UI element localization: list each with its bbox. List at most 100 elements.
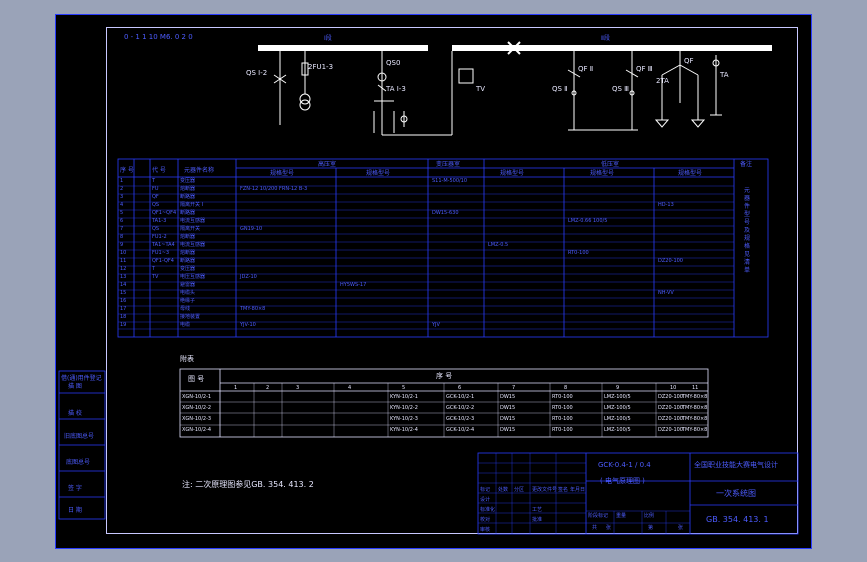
stamp-sign: 签 字 (68, 485, 82, 492)
parts-table-cell: RT0-100 (552, 405, 573, 411)
parts-table-cell: DZ20-100 (658, 416, 683, 422)
parts-table-cell: KYN-10/2-2 (390, 405, 418, 411)
main-table-cell: 3 (120, 194, 124, 200)
drawing-sheet: 0 - 1 1 10 M6. 0 2 0 Ⅰ段 Ⅱ段 QS Ⅰ-2 2FU1-3… (55, 14, 812, 549)
th-name: 元器件名称 (184, 167, 215, 174)
main-table-cell: LMZ-0.66 100/5 (568, 218, 608, 224)
parts-column-header: 6 (458, 385, 462, 391)
parts-table-cell: LMZ-100/5 (604, 394, 631, 400)
main-table-cell: 2 (120, 186, 124, 192)
parts-column-header: 8 (564, 385, 568, 391)
main-table-cell: 熔断器 (180, 186, 196, 192)
main-table-cell: 熔断器 (180, 234, 196, 240)
main-table-cell: 断路器 (180, 210, 196, 216)
title-code-1: GCK-0.4-1 / 0.4 (598, 461, 651, 469)
main-table-cell: 断路器 (180, 258, 196, 264)
main-table-cell: 电缆 (180, 322, 191, 328)
title-project: 全国职业技能大赛电气设计 (694, 461, 778, 469)
main-table-cell: 5 (120, 210, 124, 216)
main-table-cell: 电压互感器 (180, 274, 206, 280)
main-table-cell: FU1-2 (152, 234, 167, 240)
parts-column-header: 11 (692, 385, 699, 391)
main-table-cell: NH-VV (658, 290, 674, 296)
main-table-cell: DW15-630 (432, 210, 459, 216)
label-qf: QF (684, 57, 694, 65)
th-code: 代 号 (152, 167, 166, 174)
main-table-cell: JDZ-10 (240, 274, 257, 280)
title-block-label: 审核 (480, 527, 491, 533)
main-table-cell: 电流互感器 (180, 242, 206, 248)
parts-table-cell: LMZ-100/5 (604, 427, 631, 433)
th-hv: 高压室 (318, 161, 337, 168)
stamp-base: 底图总号 (66, 459, 91, 466)
main-table-cell: 隔离开关 (180, 226, 201, 232)
main-table-cell: GN19-10 (240, 226, 263, 232)
title-block-label: 分区 (514, 487, 525, 493)
label-qs0: QS0 (386, 59, 401, 67)
main-table-cell: 4 (120, 202, 124, 208)
busbar-right-label: Ⅱ段 (601, 35, 610, 42)
label-qf3: QF Ⅲ (636, 65, 653, 73)
stamp-old-base: 旧底图总号 (64, 433, 95, 440)
main-table-cell: 19 (120, 322, 127, 328)
main-table-cell: LMZ-0.5 (488, 242, 509, 248)
note-text: 注: 二次原理图参见GB. 354. 413. 2 (182, 480, 314, 489)
parts-column-header: 10 (670, 385, 677, 391)
main-table-cell: 接地装置 (180, 314, 201, 320)
schematic-lines (58, 41, 799, 535)
parts-column-header: 3 (296, 385, 300, 391)
main-table-cell: QS (152, 226, 160, 232)
drawing-code-box: 0 - 1 1 10 M6. 0 2 0 (124, 33, 193, 41)
main-table-cell: TV (152, 274, 159, 280)
main-table-cell: S11-M-500/10 (432, 178, 468, 184)
title-block-label: 处数 (498, 487, 509, 493)
parts-table-cell: RT0-100 (552, 427, 573, 433)
th-sub-3: 规格型号 (500, 170, 525, 177)
main-table-cell: QS (152, 202, 160, 208)
parts-table-cell: XGN-10/2-2 (182, 405, 212, 411)
th-seq: 序 号 (120, 167, 134, 174)
main-table-cell: YJV (432, 322, 440, 328)
main-table-cell: FU1~3 (152, 250, 170, 256)
main-table-cell: 16 (120, 298, 127, 304)
main-table-cell: 母线 (180, 306, 191, 312)
main-table-cell: 11 (120, 258, 127, 264)
parts-column-header: 7 (512, 385, 516, 391)
parts-table-cell: KYN-10/2-4 (390, 427, 418, 433)
title-block-scale-label: 第 (648, 525, 654, 531)
parts-table-cell: LMZ-100/5 (604, 405, 631, 411)
main-table-cell: 隔离开关 Ⅰ (180, 202, 204, 208)
parts-table-cell: GCK-10/2-1 (446, 394, 475, 400)
parts-table-cell: LMZ-100/5 (604, 416, 631, 422)
title-block-scale-label: 张 (678, 525, 684, 531)
parts-table-cell: GCK-10/2-2 (446, 405, 475, 411)
parts-table-cell: DW15 (500, 405, 516, 411)
stamp-date: 日 期 (68, 507, 82, 514)
title-block-scale-label: 重量 (616, 513, 627, 519)
label-ta: TA (720, 71, 729, 79)
main-table-cell: 绝缘子 (180, 298, 196, 304)
parts-table-cell: KYN-10/2-3 (390, 416, 418, 422)
title-code-2: ( 电气原理图 ) (600, 477, 645, 485)
main-table-cell: 8 (120, 234, 124, 240)
main-table-cell: 12 (120, 266, 127, 272)
title-block-label: 工艺 (532, 507, 543, 513)
parts-header-label: 图 号 (188, 375, 205, 383)
title-block-label: 设计 (480, 497, 491, 503)
title-block-scale-label: 共 (592, 525, 598, 531)
main-table-cell: 电缆头 (180, 290, 196, 296)
label-tv: TV (476, 85, 486, 93)
th-tr: 变压器室 (436, 161, 461, 168)
th-lv: 低压室 (601, 161, 620, 168)
main-table-cell: 10 (120, 250, 127, 256)
parts-table-cell: DZ20-100 (658, 427, 683, 433)
main-table-cell: 断路器 (180, 194, 196, 200)
main-table-cell: 避雷器 (180, 282, 196, 288)
main-table-cell: FU (152, 186, 159, 192)
parts-table-title: 附表 (180, 355, 194, 363)
main-table-cell: 14 (120, 282, 127, 288)
title-drawing-number: GB. 354. 413. 1 (706, 515, 769, 524)
main-table-cell: 电流互感器 (180, 218, 206, 224)
main-table-cell: FZN-12 10/200 FRN-12 B-3 (240, 186, 308, 192)
main-table-cell: 18 (120, 314, 127, 320)
